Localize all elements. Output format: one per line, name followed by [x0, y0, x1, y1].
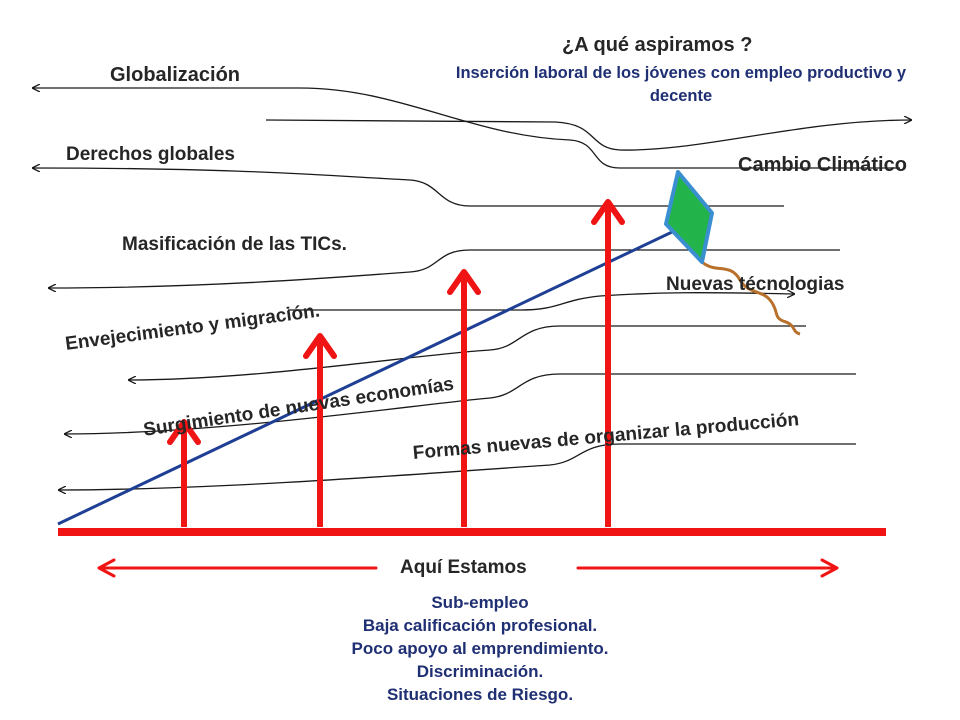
kite-tail — [701, 260, 801, 336]
issue-item: Sub-empleo — [431, 593, 529, 612]
issue-item: Poco apoyo al emprendimiento. — [351, 639, 609, 658]
here-span-arrow — [97, 558, 839, 578]
progress-arrow-1 — [167, 419, 201, 527]
current-issues-list: Sub-empleo Baja calificación profesional… — [280, 591, 680, 706]
trend-label-masificacion-tics: Masificación de las TICs. — [122, 234, 347, 255]
kite-string — [57, 211, 713, 526]
issue-item: Baja calificación profesional. — [362, 616, 598, 635]
trend-line-globalizacion — [32, 88, 900, 169]
issue-item: Discriminación. — [416, 662, 544, 681]
trend-line-upper-right — [265, 120, 912, 151]
kite-icon — [664, 170, 714, 264]
trend-label-globalizacion: Globalización — [110, 64, 241, 86]
page-title: ¿A qué aspiramos ? — [562, 34, 753, 56]
trend-label-cambio-climatico: Cambio Climático — [738, 154, 907, 176]
goal-text: Inserción laboral de los jóvenes con emp… — [455, 64, 907, 105]
trend-line-envejecimiento — [128, 325, 806, 380]
progress-arrow-3 — [447, 269, 481, 527]
here-label: Aquí Estamos — [400, 557, 527, 578]
trend-label-nuevas-tecnologias: Nuevas técnologias — [666, 274, 845, 295]
progress-arrow-2 — [303, 333, 337, 527]
issue-item: Situaciones de Riesgo. — [386, 685, 574, 704]
trend-line-derechos — [32, 168, 784, 207]
trend-line-masificacion — [48, 249, 840, 288]
trend-label-derechos-globales: Derechos globales — [66, 144, 235, 165]
progress-arrow-4 — [591, 199, 625, 527]
